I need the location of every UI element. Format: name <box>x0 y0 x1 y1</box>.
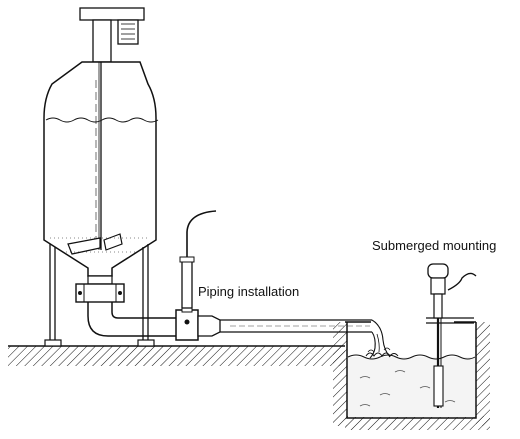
pipe-sensor-fitting <box>175 305 199 341</box>
elbow-pipe <box>87 302 178 337</box>
tank-legs <box>44 244 155 347</box>
submerged-probe <box>426 263 477 408</box>
piping-installation-label: Piping installation <box>198 284 300 299</box>
ground <box>8 321 490 430</box>
outlet-flange <box>75 275 125 303</box>
discharge-pipe <box>197 315 372 337</box>
basin-water <box>347 354 476 417</box>
pipe-probe <box>179 210 217 309</box>
submerged-mounting-label: Submerged mounting <box>372 238 497 253</box>
outflow-stream <box>365 319 399 359</box>
tank <box>43 7 159 277</box>
